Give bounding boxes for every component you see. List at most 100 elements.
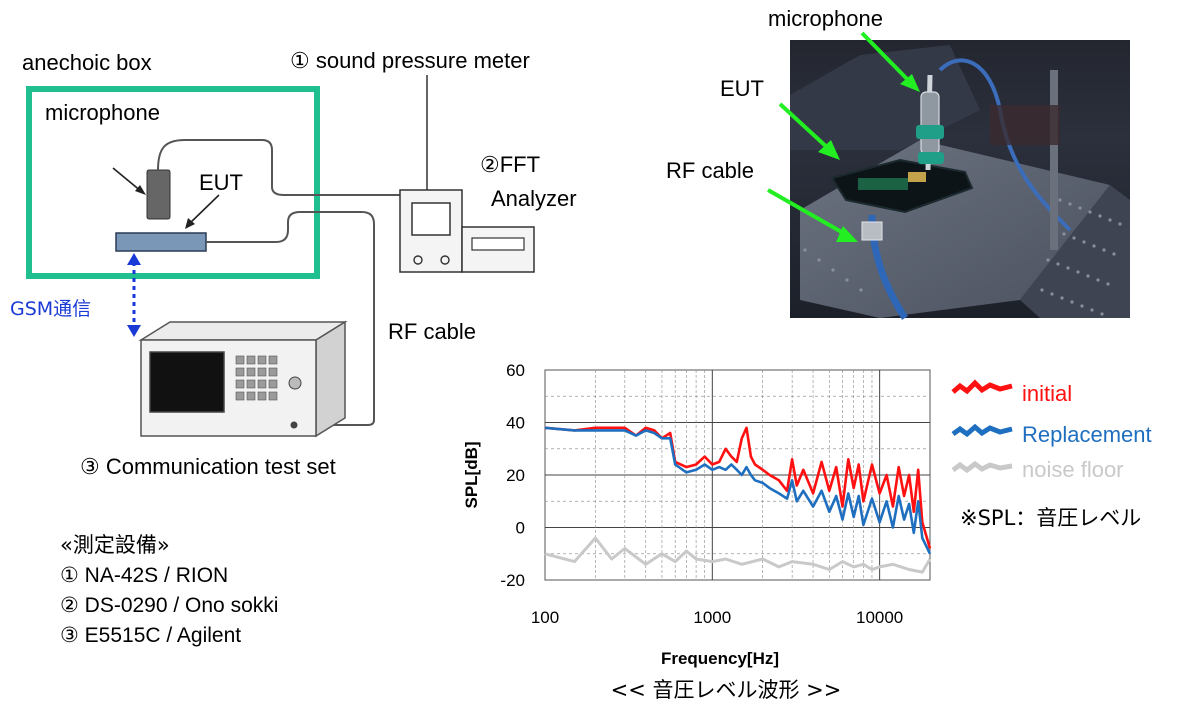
photo-table-hole [1086,274,1090,278]
test-set-button-panel [235,355,278,401]
photo-rf-arrow [767,188,846,236]
x-tick-label: 10000 [856,608,903,627]
test-set-key [257,367,267,377]
gsm-arrow-down [127,325,141,337]
setup-photo [790,40,1130,320]
test-set-key [246,355,256,365]
photo-eut-chip [908,172,926,182]
photo-table-hole [1106,282,1110,286]
photo-rf-arrowhead [836,226,858,242]
photo-table-hole [1100,312,1104,316]
photo-stand-pole [1050,70,1058,250]
test-set-side [315,320,346,438]
photo-table-hole [803,248,807,252]
microphone-label: microphone [45,100,160,125]
chart-caption: << 音圧レベル波形 >> [611,678,842,702]
eut-pointer-head [185,218,195,229]
test-set-key [235,367,245,377]
test-set-knob [288,376,302,390]
photo-table-hole [817,258,821,262]
photo-table-hole [845,278,849,282]
x-axis-label: Frequency[Hz] [661,649,779,668]
legend-replacement-swatch [951,423,1013,438]
spl-footnote: ※SPL：音圧レベル [960,506,1141,530]
series-line-initial [544,426,932,549]
sound-meter-display [471,237,525,251]
eut-pointer-arrow [187,194,220,226]
chart-series [544,426,932,574]
y-tick-label: 40 [506,414,525,433]
series-line-replacement [544,426,932,555]
test-set-key [246,379,256,389]
photo-table-hole [1056,262,1060,266]
y-tick-label: -20 [500,571,525,590]
photo-table-hole [1098,214,1102,218]
legend-noise-swatch [951,460,1013,474]
photo-eut-arrow [778,102,832,152]
photo-microphone-label: microphone [768,6,883,31]
rf-cable-label: RF cable [388,319,476,344]
photo-table-hole [1096,278,1100,282]
photo-table-hole [1066,266,1070,270]
photo-rf-cable-label: RF cable [666,158,754,183]
photo-table-hole [1076,270,1080,274]
y-tick-label: 0 [516,519,525,538]
microphone-pointer-head [135,185,146,195]
sound-meter-label: ① sound pressure meter [290,48,530,73]
test-set-rf-port [290,421,298,429]
photo-table-hole [1060,296,1064,300]
test-set-key [235,379,245,389]
fft-analyzer-screen [411,202,451,236]
photo-table-hole [1078,206,1082,210]
photo-eut-label: EUT [720,76,764,101]
photo-table-hole [1068,202,1072,206]
test-set-top [138,321,348,341]
y-tick-label: 60 [506,361,525,380]
photo-table-hole [831,268,835,272]
photo-mic-clamp-upper [916,125,944,139]
anechoic-box-label: anechoic box [22,50,152,75]
photo-table-hole [1118,222,1122,226]
photo-rf-connector [861,221,883,241]
gsm-arrow-up [127,253,141,265]
equipment-item-2: ② DS-0290 / Ono sokki [60,594,278,617]
photo-table-hole [1088,210,1092,214]
photo-eut-circuit [858,178,908,190]
legend-initial-label: initial [1022,381,1072,406]
test-set-key [268,355,278,365]
chart-grid [545,370,930,580]
test-set-key [246,391,256,401]
y-axis-label: SPL[dB] [462,441,481,508]
x-tick-label: 100 [531,608,559,627]
photo-mic-arrowhead [900,74,920,92]
photo-table-hole [1040,288,1044,292]
photo-table-hole [1102,248,1106,252]
photo-microphone [920,91,940,155]
test-set-key [268,391,278,401]
photo-mic-arrow [860,31,912,84]
equipment-heading: «測定設備» [60,533,170,557]
test-set-key [268,379,278,389]
fft-label-1: ②FFT [480,152,540,177]
eut-device [115,232,207,252]
anechoic-box [26,86,320,279]
microphone-cable [157,139,416,206]
photo-table-hole [1080,304,1084,308]
fft-label-2: Analyzer [491,186,577,211]
photo-table-hole [1058,198,1062,202]
photo-eut-arrowhead [818,140,840,160]
microphone-icon [146,169,171,220]
test-set-key [257,355,267,365]
photo-table-holes [803,198,1122,316]
test-set-screen [149,351,225,413]
comm-test-set-label: ③ Communication test set [80,454,336,479]
photo-table-hole [1072,236,1076,240]
photo-table-hole [1062,232,1066,236]
gsm-label: GSM通信 [10,298,91,320]
chart-legend: initial Replacement noise floor [951,379,1152,482]
test-set-key [268,367,278,377]
microphone-pointer-arrow [112,167,143,193]
